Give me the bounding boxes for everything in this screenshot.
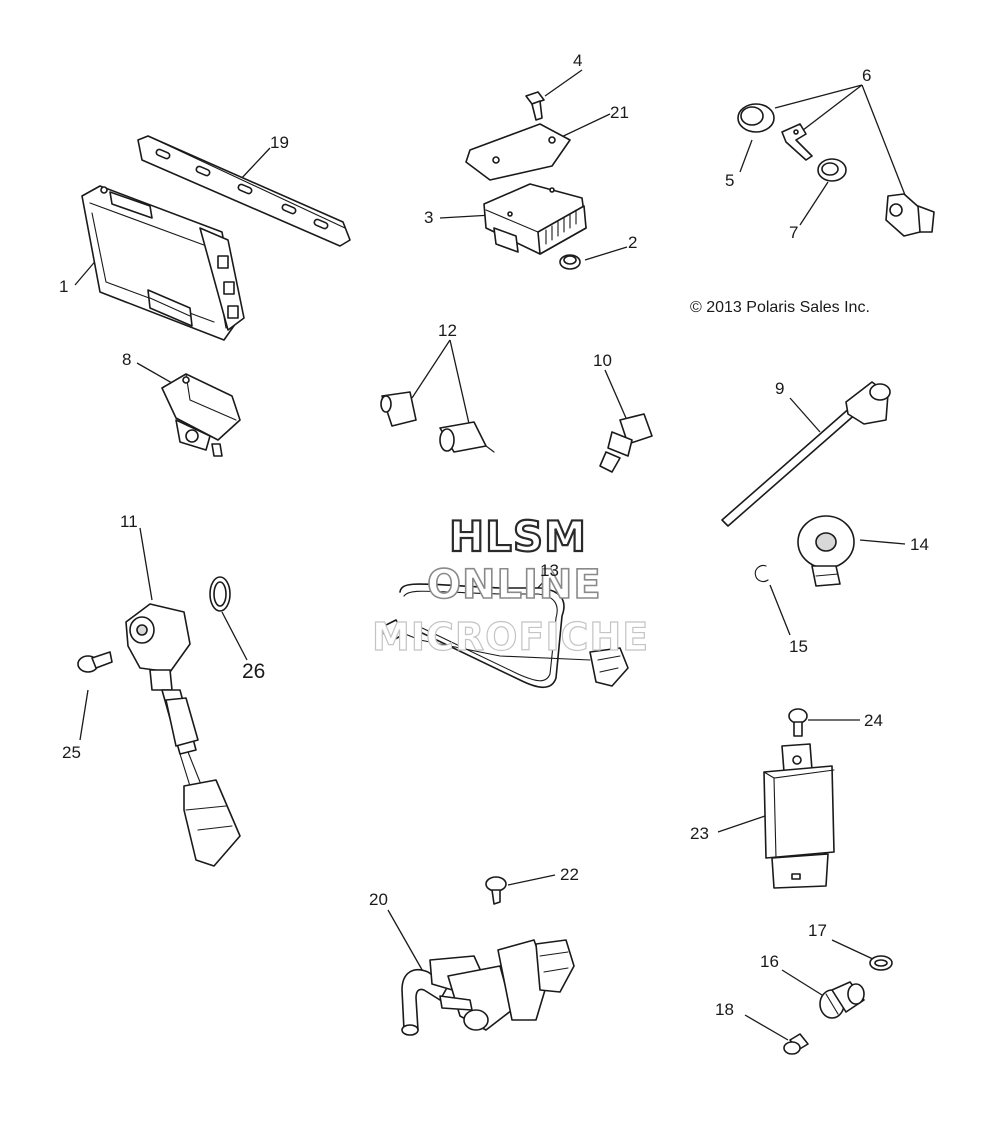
part-8-map-sensor	[161, 373, 241, 457]
callout-14[interactable]: 14	[910, 535, 929, 554]
part-12-fuses	[380, 391, 495, 453]
part-23-relay	[763, 743, 835, 889]
callout-17[interactable]: 17	[808, 921, 827, 940]
callout-7[interactable]: 7	[789, 223, 799, 242]
part-21-cover	[465, 123, 571, 181]
part-7-seal	[817, 158, 847, 182]
part-19-strap	[137, 135, 351, 247]
callout-3[interactable]: 3	[424, 208, 434, 227]
watermark-line-3: MICROFICHE	[371, 614, 650, 659]
callout-9[interactable]: 9	[775, 379, 785, 398]
part-6-sensor-kit	[737, 103, 935, 237]
callout-23[interactable]: 23	[690, 824, 709, 843]
watermark-line-1: HLSM	[448, 511, 587, 562]
part-2-plug	[559, 254, 581, 270]
part-9-cam-sensor	[721, 381, 891, 527]
callout-16[interactable]: 16	[760, 952, 779, 971]
callout-8[interactable]: 8	[122, 350, 132, 369]
part-15-clip	[754, 564, 769, 583]
part-11-tps	[125, 603, 241, 867]
watermark-line-2: ONLINE	[426, 561, 602, 609]
callout-5[interactable]: 5	[725, 171, 735, 190]
part-26-o-ring	[209, 576, 231, 612]
part-3-fuse-box	[483, 183, 587, 255]
callout-24[interactable]: 24	[864, 711, 883, 730]
callout-19[interactable]: 19	[270, 133, 289, 152]
part-14-knock-sensor	[797, 515, 855, 587]
copyright-notice: © 2013 Polaris Sales Inc.	[690, 299, 870, 316]
part-17-o-ring	[869, 955, 893, 971]
callout-2[interactable]: 2	[628, 233, 638, 252]
callout-1[interactable]: 1	[59, 277, 69, 296]
part-10-temp-sensor	[599, 413, 653, 473]
callout-26[interactable]: 26	[242, 660, 266, 683]
part-24-bolt	[788, 708, 808, 737]
callout-15[interactable]: 15	[789, 637, 808, 656]
callout-20[interactable]: 20	[369, 890, 388, 909]
part-4-screw	[525, 91, 545, 121]
callout-12[interactable]: 12	[438, 321, 457, 340]
callout-18[interactable]: 18	[715, 1000, 734, 1019]
callout-6[interactable]: 6	[862, 66, 872, 85]
callout-10[interactable]: 10	[593, 351, 612, 370]
callout-22[interactable]: 22	[560, 865, 579, 884]
part-22-screw	[485, 876, 507, 905]
callout-13[interactable]: 13	[540, 561, 559, 580]
leader-lines	[74, 69, 906, 1041]
part-1-ecu	[81, 185, 245, 341]
callout-11[interactable]: 11	[120, 512, 138, 531]
part-16-sensor	[819, 981, 865, 1019]
part-20-iac-valve	[401, 939, 575, 1036]
callout-4[interactable]: 4	[573, 51, 583, 70]
part-18-bolt	[783, 1033, 809, 1055]
callout-21[interactable]: 21	[610, 103, 629, 122]
part-13-harness	[379, 583, 629, 689]
part-25-bolt	[77, 651, 113, 673]
callout-25[interactable]: 25	[62, 743, 81, 762]
